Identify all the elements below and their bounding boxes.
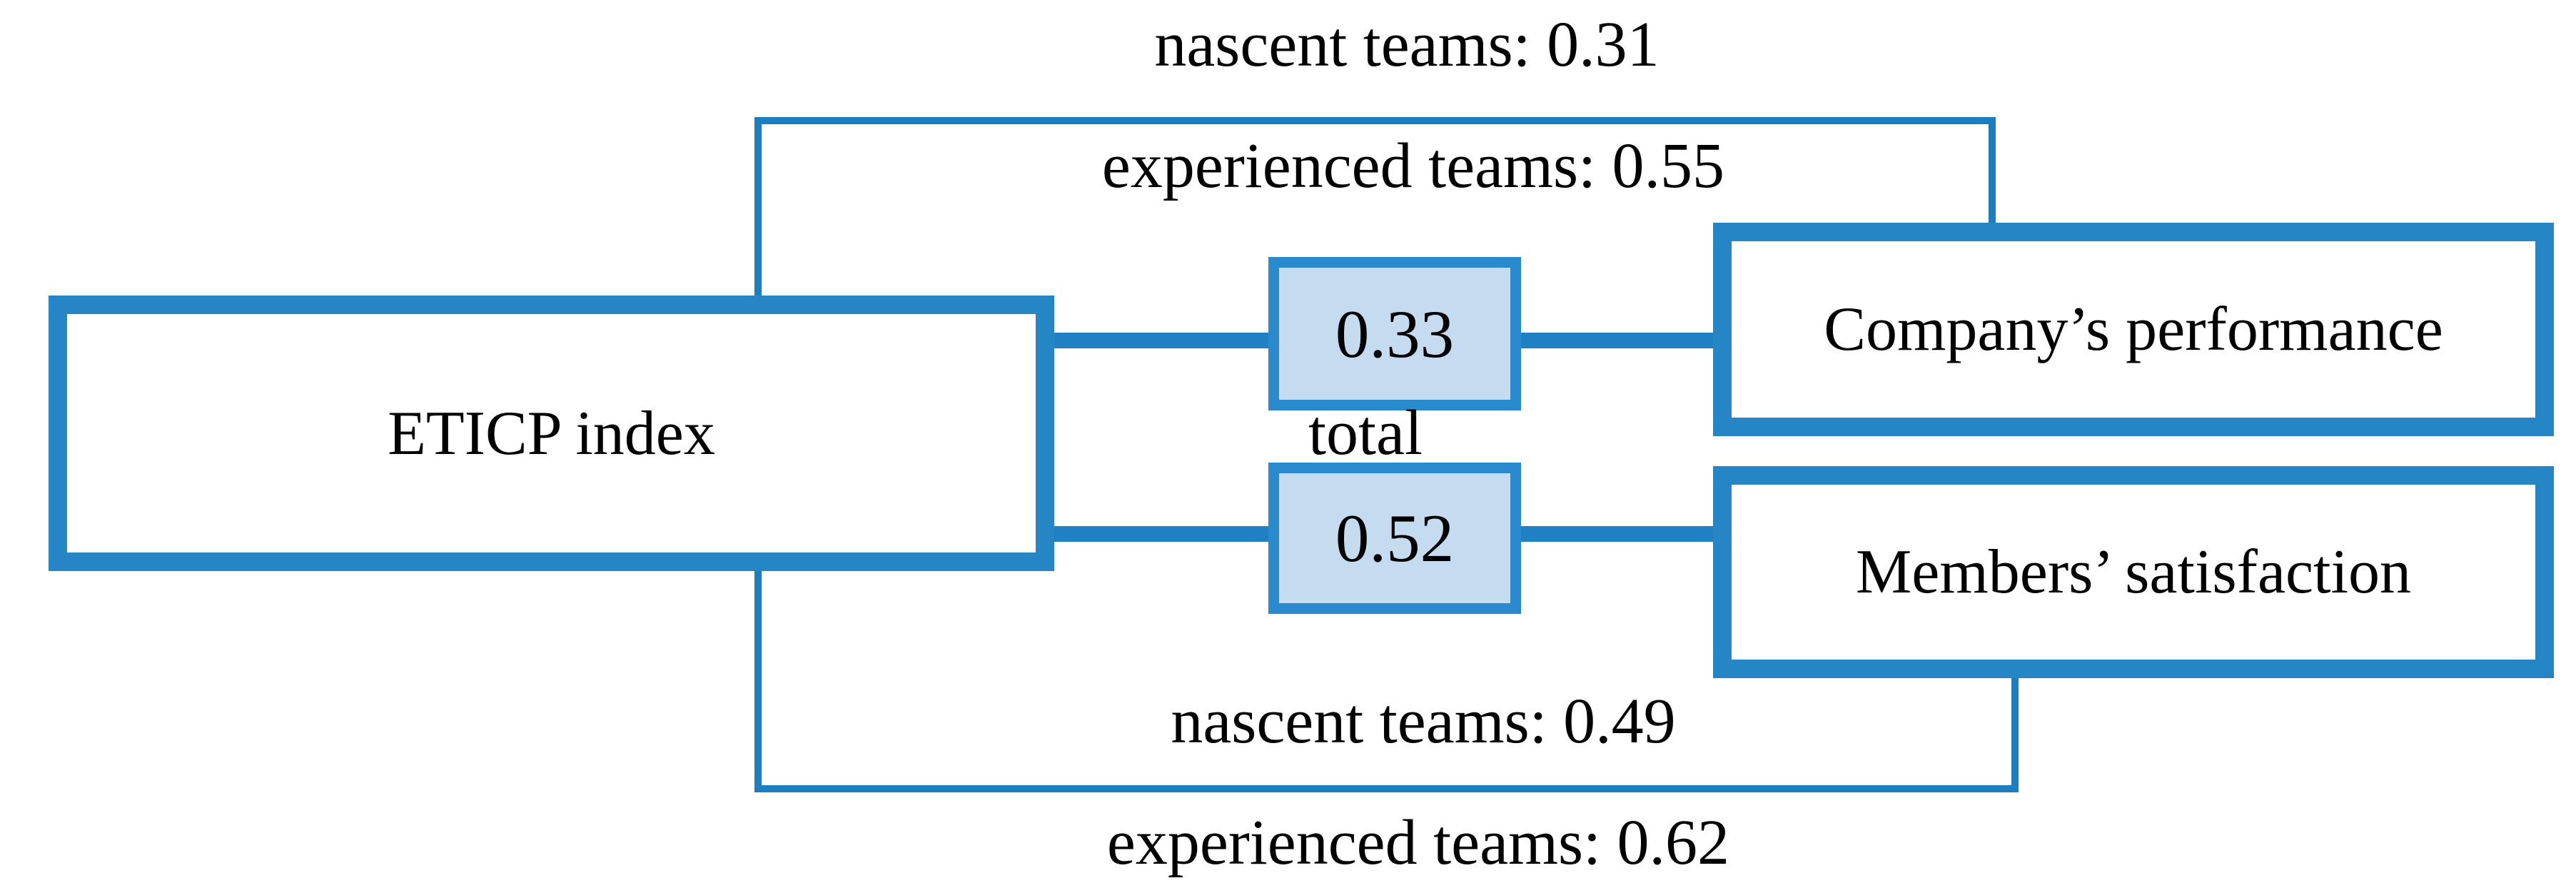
- label-total: total: [1308, 398, 1423, 468]
- bottom-bracket-right-line: [2011, 677, 2019, 792]
- label-company-experienced: experienced teams: 0.55: [1101, 131, 1725, 201]
- label-members-experienced: experienced teams: 0.62: [1106, 807, 1730, 878]
- coefficient-box-members-total: 0.52: [1268, 463, 1521, 614]
- coefficient-company-total: 0.33: [1335, 296, 1455, 372]
- node-company-label: Company’s performance: [1824, 295, 2443, 364]
- bottom-bracket-left-line: [754, 570, 762, 792]
- label-members-nascent: nascent teams: 0.49: [1171, 686, 1676, 757]
- node-company-performance: Company’s performance: [1713, 223, 2554, 436]
- top-bracket-line: [754, 117, 1996, 124]
- node-members-label: Members’ satisfaction: [1856, 538, 2411, 607]
- top-bracket-left-line: [754, 117, 762, 297]
- coefficient-members-total: 0.52: [1335, 500, 1455, 576]
- node-eticp-index: ETICP index: [49, 296, 1054, 571]
- top-bracket-right-line: [1989, 117, 1996, 224]
- node-members-satisfaction: Members’ satisfaction: [1713, 466, 2554, 678]
- node-eticp-label: ETICP index: [388, 398, 715, 468]
- bottom-bracket-line: [754, 785, 2019, 792]
- label-company-nascent: nascent teams: 0.31: [1154, 9, 1660, 80]
- coefficient-box-company-total: 0.33: [1268, 257, 1521, 410]
